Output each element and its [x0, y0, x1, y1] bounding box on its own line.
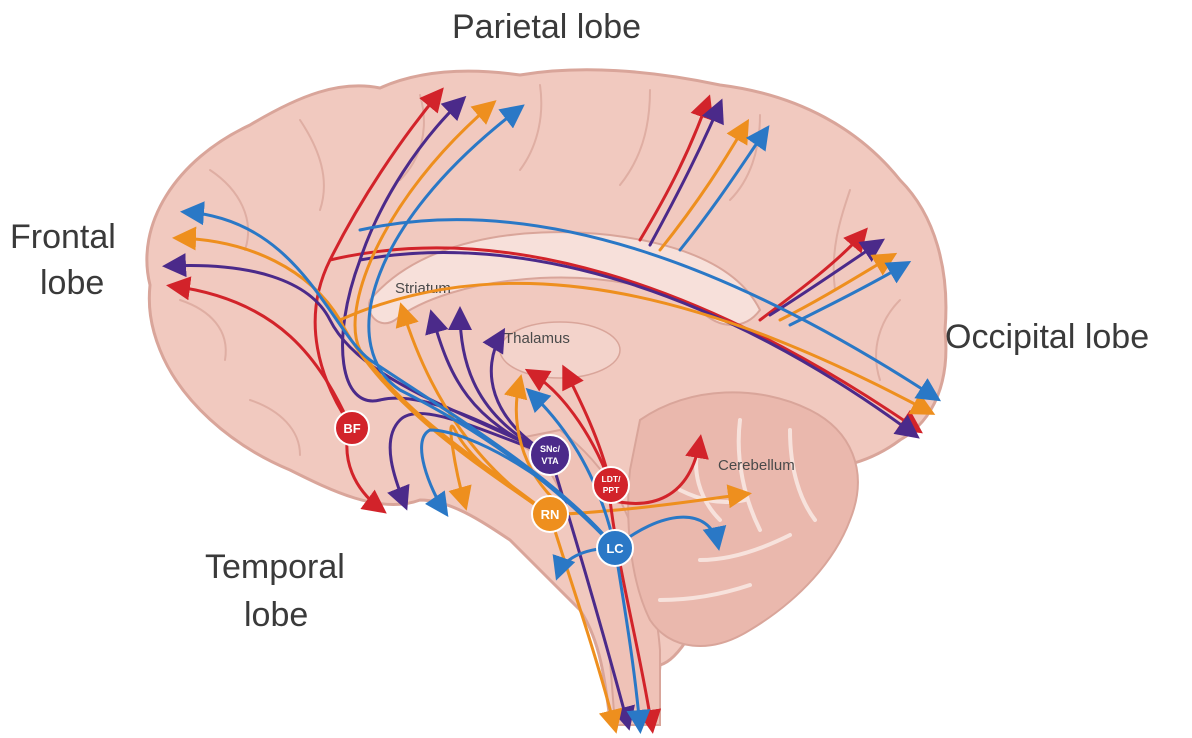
svg-text:BF: BF: [343, 421, 360, 436]
temporal-lobe-label-line1: Temporal: [205, 548, 345, 587]
bf-nucleus: BF: [335, 411, 369, 445]
svg-text:LC: LC: [606, 541, 624, 556]
svg-text:PPT: PPT: [603, 485, 620, 495]
snc-vta-nucleus: SNc/ VTA: [530, 435, 570, 475]
thalamus-label: Thalamus: [504, 330, 570, 347]
cerebellum-label: Cerebellum: [718, 457, 795, 474]
frontal-lobe-label-line1: Frontal: [10, 218, 116, 257]
occipital-lobe-label: Occipital lobe: [945, 318, 1149, 357]
ldt-ppt-nucleus: LDT/ PPT: [593, 467, 629, 503]
temporal-lobe-label-line2: lobe: [244, 596, 308, 635]
frontal-lobe-label-line2: lobe: [40, 264, 104, 303]
svg-text:SNc/: SNc/: [540, 444, 561, 454]
lc-nucleus: LC: [597, 530, 633, 566]
svg-text:VTA: VTA: [541, 456, 559, 466]
svg-text:RN: RN: [541, 507, 560, 522]
parietal-lobe-label: Parietal lobe: [452, 8, 641, 47]
rn-nucleus: RN: [532, 496, 568, 532]
svg-text:LDT/: LDT/: [602, 474, 622, 484]
